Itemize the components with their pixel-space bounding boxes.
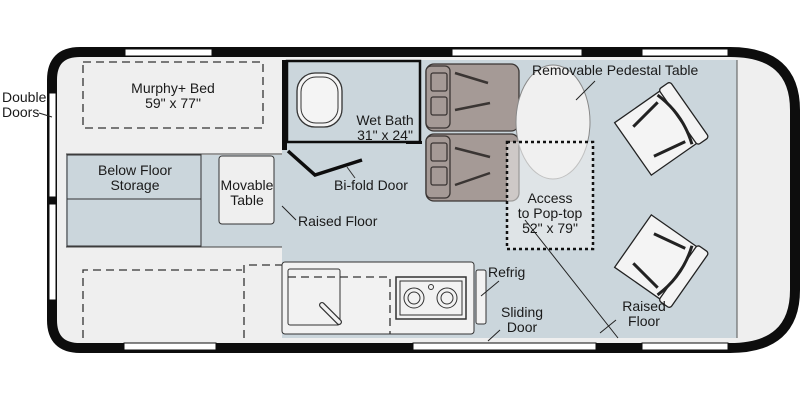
- label-movable-table-line1: Movable: [220, 177, 274, 193]
- movable-table: [218, 155, 275, 225]
- label-wet-bath-dimensions: 31" x 24": [357, 127, 413, 143]
- label-below-floor-storage-line1: Below Floor: [98, 162, 172, 178]
- label-pop-top-line2: to Pop-top: [517, 205, 583, 221]
- label-double-doors-line1: Double: [2, 89, 47, 105]
- murphy-bed: [82, 61, 264, 129]
- windows: [48, 48, 729, 351]
- seat-upper: [425, 63, 520, 132]
- label-sliding-door-line1: Sliding: [500, 304, 544, 320]
- label-pop-top-line1: Access: [527, 190, 573, 206]
- below-floor-storage: [66, 154, 202, 247]
- label-bifold-door: Bi-fold Door: [334, 177, 408, 193]
- label-double-doors-line2: Doors: [2, 104, 40, 120]
- label-wet-bath: Wet Bath 31" x 24": [350, 113, 420, 143]
- label-pop-top-dimensions: 52" x 79": [522, 220, 578, 236]
- label-pop-top: Access to Pop-top 52" x 79": [507, 191, 593, 236]
- label-raised-floor-right-line1: Raised: [622, 298, 666, 314]
- bifold-door: [286, 149, 363, 177]
- label-raised-floor-right-line2: Floor: [628, 313, 660, 329]
- label-murphy-bed-dimensions: 59" x 77": [145, 95, 201, 111]
- wet-bath: [282, 59, 422, 179]
- label-movable-table-line2: Table: [230, 192, 264, 208]
- label-raised-floor-left: Raised Floor: [298, 213, 378, 229]
- label-refrig: Refrig: [488, 264, 526, 280]
- toilet-icon: [296, 72, 343, 128]
- pop-top-area: [505, 140, 595, 251]
- exterior-wall: [47, 47, 800, 353]
- label-below-floor-storage: Below Floor Storage: [80, 163, 190, 193]
- lower-cabinet: [82, 264, 282, 338]
- label-double-doors: Double Doors: [2, 90, 46, 120]
- seat-lower: [425, 133, 520, 202]
- refrigerator: [475, 269, 487, 325]
- swivel-chair-upper: [613, 82, 709, 177]
- label-murphy-bed: Murphy+ Bed 59" x 77": [113, 81, 233, 111]
- label-wet-bath-line1: Wet Bath: [356, 112, 414, 128]
- label-raised-floor-right: Raised Floor: [614, 299, 674, 329]
- label-sliding-door: Sliding Door: [494, 305, 550, 335]
- label-sliding-door-line2: Door: [506, 319, 538, 335]
- label-below-floor-storage-line2: Storage: [110, 177, 160, 193]
- label-murphy-bed-line1: Murphy+ Bed: [131, 80, 215, 96]
- stove-icon: [395, 276, 467, 320]
- swivel-chair-lower: [613, 213, 709, 308]
- galley-counter: [281, 261, 501, 342]
- label-removable-pedestal-table: Removable Pedestal Table: [532, 62, 699, 78]
- label-movable-table: Movable Table: [216, 178, 278, 208]
